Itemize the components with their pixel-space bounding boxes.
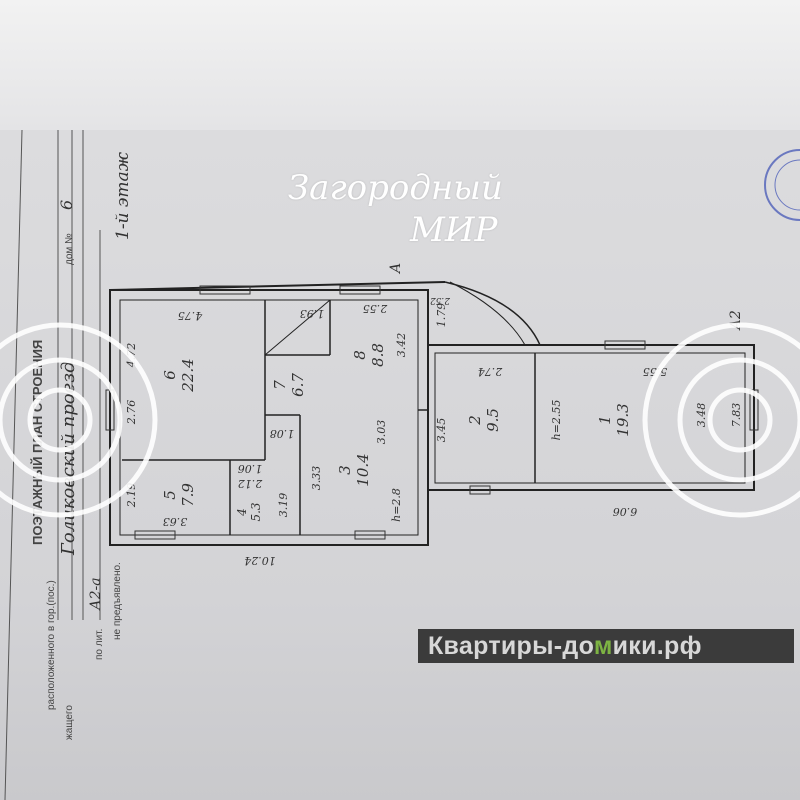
dimension: 6.06 bbox=[613, 505, 638, 518]
brand-text: ики.рф bbox=[612, 632, 702, 660]
dimension: 10.24 bbox=[244, 554, 276, 567]
document-paper bbox=[0, 130, 800, 800]
room-7: 76.7 bbox=[271, 373, 307, 397]
dimension: h=2.55 bbox=[550, 400, 563, 441]
dimension: 3.45 bbox=[435, 418, 448, 443]
dimension: 7.83 bbox=[730, 403, 743, 428]
room-1: 119.3 bbox=[596, 403, 632, 436]
house-number: 6 bbox=[57, 200, 76, 210]
dimension: 3.42 bbox=[395, 333, 408, 358]
dimension: 3.33 bbox=[310, 466, 323, 491]
house-label: дом № bbox=[64, 233, 75, 265]
room-3: 310.4 bbox=[336, 453, 372, 486]
dimension: 3.63 bbox=[163, 515, 188, 528]
dimension: 1.79 bbox=[435, 303, 448, 328]
room-labels: 119.3 29.5 310.4 45.3 57.9 622.4 76.7 88… bbox=[161, 343, 632, 521]
dimension: 2.76 bbox=[125, 400, 138, 426]
litera-mark: А bbox=[388, 263, 404, 275]
dimension-labels: 4.75 4.72 2.76 2.19 3.63 10.24 1.93 2.55… bbox=[125, 263, 744, 567]
dimension: 2.52 bbox=[430, 295, 451, 305]
brand-house-logo: м bbox=[593, 632, 613, 660]
litera-value: А2-а bbox=[88, 577, 104, 611]
dimension: 1.06 bbox=[238, 462, 263, 475]
blurred-background bbox=[0, 0, 800, 130]
watermark-line1: Загородный bbox=[288, 168, 503, 208]
owner-label: жащего bbox=[64, 705, 75, 740]
room-4: 45.3 bbox=[235, 502, 263, 521]
brand-text: Квартиры-до bbox=[428, 632, 594, 660]
dimension: 3.19 bbox=[277, 493, 290, 518]
room-2: 29.5 bbox=[466, 408, 502, 432]
flower-watermark-icon bbox=[0, 322, 158, 518]
dimension: 3.48 bbox=[695, 403, 708, 428]
dimension: 4.75 bbox=[178, 309, 204, 322]
dimension: 2.12 bbox=[238, 477, 264, 490]
not-presented-note: не предъявлено. bbox=[112, 562, 123, 640]
watermark-line2: МИР bbox=[410, 210, 498, 250]
stamp-icon bbox=[764, 149, 800, 221]
room-6: 622.4 bbox=[161, 358, 197, 392]
room-8: 88.8 bbox=[351, 343, 387, 367]
room-5: 57.9 bbox=[161, 483, 197, 507]
brand-banner: Квартиры-домики.рф bbox=[418, 629, 794, 663]
flower-watermark-icon bbox=[642, 322, 800, 518]
document-text: ПОЭТАЖНЫЙ ПЛАН СТРОЕНИЯ расположенного в… bbox=[30, 151, 133, 740]
dimension: 1.93 bbox=[300, 307, 325, 320]
dimension: 2.55 bbox=[363, 302, 389, 315]
form-lines bbox=[4, 129, 101, 800]
dimension: h=2.8 bbox=[390, 488, 403, 522]
dimension: 1.08 bbox=[270, 427, 295, 440]
walls bbox=[109, 281, 755, 546]
floor-label: 1-й этаж bbox=[113, 151, 133, 240]
dimension: 2.74 bbox=[478, 365, 504, 378]
located-label: расположенного в гор.(пос.) bbox=[46, 580, 57, 710]
windows bbox=[105, 285, 759, 540]
settlement-name: Голиковский проезд bbox=[58, 362, 79, 556]
litera-label: по лит. bbox=[94, 629, 105, 660]
dimension: 3.03 bbox=[375, 420, 388, 445]
